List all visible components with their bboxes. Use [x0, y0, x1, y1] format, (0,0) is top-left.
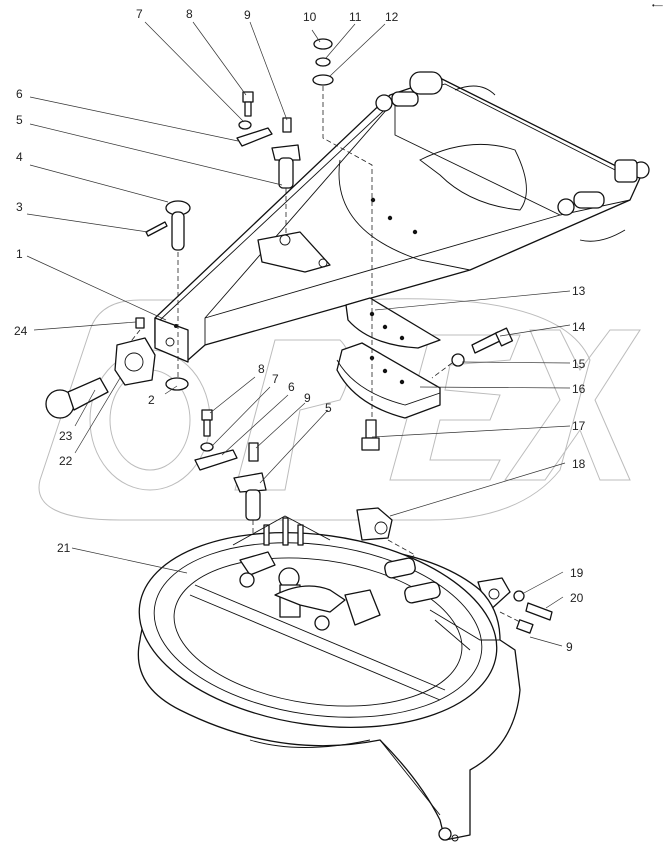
- corner-mark: •—: [652, 1, 663, 10]
- hex-bolt-17: [365, 419, 377, 439]
- locking-plate-6-lower: [194, 449, 238, 471]
- grease-nipple-9-right: [516, 619, 534, 634]
- callout-17: 17: [572, 419, 586, 433]
- callout-8: 8: [186, 7, 193, 21]
- nut-10: [313, 38, 333, 50]
- callout-22: 22: [59, 454, 73, 468]
- callout-8-lower: 8: [258, 362, 265, 376]
- callout-labels: 7 8 9 10 11 12 6 5 4 3 1 24 2 23 22 13 1…: [14, 1, 663, 654]
- callout-9-lower: 9: [304, 391, 311, 405]
- spring-washer-11: [315, 57, 331, 67]
- bushing-flange-18: [356, 507, 393, 541]
- grease-nipple-9: [282, 117, 292, 133]
- callout-15: 15: [572, 357, 586, 371]
- callout-7: 7: [136, 7, 143, 21]
- callout-1: 1: [16, 247, 23, 261]
- callout-23: 23: [59, 429, 73, 443]
- callout-2: 2: [148, 393, 155, 407]
- pivot-pin-5: [271, 144, 301, 161]
- callout-16: 16: [572, 382, 586, 396]
- callout-14: 14: [572, 320, 586, 334]
- callout-6-lower: 6: [288, 380, 295, 394]
- callout-5-lower: 5: [325, 401, 332, 415]
- locking-plate-6: [236, 127, 273, 147]
- lock-washer-7-lower: [200, 442, 214, 452]
- callout-21: 21: [57, 541, 71, 555]
- drawbar-frame: [154, 71, 650, 363]
- pivot-pin-5-lower: [233, 472, 267, 493]
- nut-19: [513, 590, 525, 602]
- grease-nipple-24: [135, 317, 145, 329]
- callout-7-lower: 7: [272, 372, 279, 386]
- callout-11: 11: [349, 10, 362, 24]
- hardware-upper: [45, 38, 373, 419]
- washer-2: [165, 377, 189, 391]
- callout-5: 5: [16, 113, 23, 127]
- bolt-8-lower: [201, 409, 213, 421]
- callout-3: 3: [16, 200, 23, 214]
- wear-plates: [336, 297, 514, 451]
- callout-18: 18: [572, 457, 586, 471]
- callout-13: 13: [572, 284, 586, 298]
- leader-lines: [26, 21, 571, 647]
- fifth-wheel-plate: [137, 515, 521, 842]
- callout-4: 4: [16, 150, 23, 164]
- callout-20: 20: [570, 591, 584, 605]
- wear-plate-13: [345, 297, 441, 349]
- callout-9-right: 9: [566, 640, 573, 654]
- flat-washer-12: [312, 74, 334, 86]
- lock-nut-15: [451, 353, 465, 367]
- callout-19: 19: [570, 566, 584, 580]
- callout-10: 10: [303, 10, 317, 24]
- cotter-pin-3: [145, 221, 168, 237]
- wear-block-16: [336, 342, 441, 419]
- callout-6: 6: [16, 87, 23, 101]
- watermark: [38, 298, 641, 521]
- grease-nipple-9-lower: [248, 442, 259, 462]
- callout-9: 9: [244, 8, 251, 22]
- bolt-20: [525, 602, 553, 621]
- callout-24: 24: [14, 324, 28, 338]
- bearing-housing-22: [114, 337, 156, 386]
- callout-12: 12: [385, 10, 399, 24]
- lock-washer-7: [238, 120, 252, 130]
